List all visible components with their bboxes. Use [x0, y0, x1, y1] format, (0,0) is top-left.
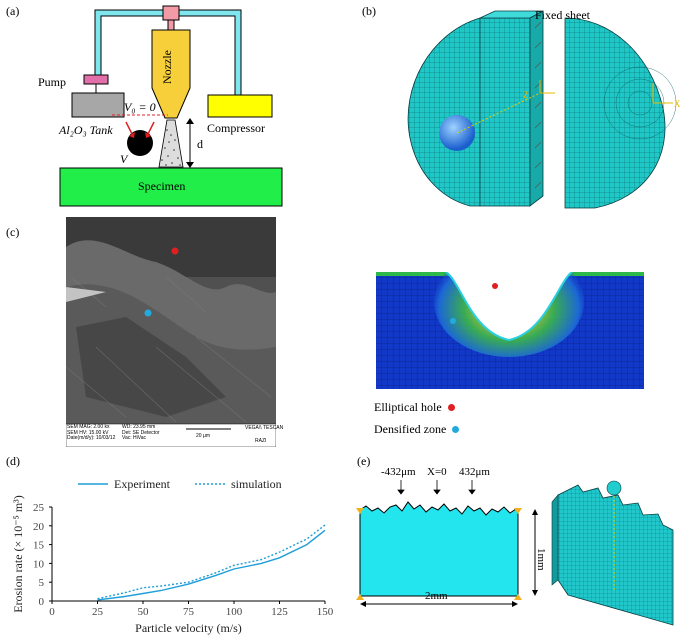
sem-scale: 20 μm: [196, 433, 210, 439]
particle: [127, 130, 153, 156]
panel-e-label: (e): [357, 454, 371, 468]
legend-dot-blue: [452, 426, 460, 433]
panel-a-label: (a): [6, 4, 20, 18]
pump-label: Pump: [38, 75, 67, 89]
left-mark-label: -432μm: [381, 466, 416, 478]
sem-image: [66, 217, 276, 447]
legend-dot-red: [447, 404, 455, 411]
panel-c-label: (c): [6, 225, 20, 239]
x-tick-label: 25: [92, 606, 104, 618]
y-tick-label: 20: [33, 521, 45, 533]
panel-a-schematic: [59, 5, 283, 207]
nozzle-label: Nozzle: [160, 50, 174, 84]
compressor-box: [207, 94, 273, 118]
panel-b-mesh: Z X: [407, 10, 681, 209]
specimen-block: [59, 167, 283, 207]
x-tick-label: 0: [49, 606, 55, 618]
erosion-rate-chart: 0 25 50 75 100 125 150 0 5 10 15 20 25 Experiment simu…: [11, 477, 334, 635]
impact-sphere: [606, 480, 622, 496]
panel-b-label: (b): [362, 4, 376, 18]
y-tick-label: 15: [33, 540, 45, 552]
sem-wd: WD: 23.95 mm: [122, 424, 156, 430]
legend-item-elliptical: Elliptical hole: [374, 400, 455, 415]
panel-d-label: (d): [6, 454, 20, 468]
legend-text-densified: Densified zone: [374, 422, 447, 436]
center-mark-label: X=0: [427, 466, 447, 478]
sem-site: RAZI: [255, 438, 267, 444]
fixed-sheet-label: Fixed sheet: [535, 8, 590, 22]
tank-label: Al₂O₃ Tank: [59, 123, 113, 137]
sem-vac: Vac: HiVac: [122, 435, 146, 441]
y-tick-label: 10: [33, 558, 45, 570]
svg-text:Z: Z: [523, 90, 529, 100]
series-line-experiment: [97, 529, 326, 601]
y-tick-label: 0: [39, 596, 45, 608]
x-axis-label: Particle velocity (m/s): [135, 621, 242, 635]
sem-det: Det: SE Detector: [122, 429, 160, 436]
x-tick-label: 75: [183, 606, 195, 618]
nozzle-cap: [162, 5, 180, 21]
panel-e-profile: [356, 480, 538, 607]
x-tick-label: 125: [271, 606, 288, 618]
legend-label-simulation: simulation: [231, 477, 282, 491]
sem-hv: SEM HV: 15.00 kV: [67, 429, 109, 436]
y-tick-label: 25: [33, 502, 45, 514]
sem-brand: VEGA\\ TESCAN: [245, 425, 284, 431]
sem-date: Date(m/d/y): 10/03/12: [67, 435, 116, 441]
specimen-label: Specimen: [138, 179, 186, 193]
sem-mag: SEM MAG: 2.00 kx: [67, 424, 110, 430]
pump-unit: [83, 74, 109, 85]
y-tick-label: 5: [39, 577, 45, 589]
height-label: 1mm: [535, 548, 547, 571]
legend-item-densified: Densified zone: [374, 422, 460, 437]
svg-text:X: X: [674, 99, 681, 109]
right-mark-label: 432μm: [459, 466, 490, 478]
v0-label: V₀ = 0: [124, 100, 156, 114]
width-label: 2mm: [425, 590, 448, 602]
x-tick-label: 50: [138, 606, 150, 618]
tank-box: [71, 92, 125, 118]
sem-marker-densified-zone: [144, 309, 152, 317]
legend-text-elliptical: Elliptical hole: [374, 400, 442, 414]
legend-label-experiment: Experiment: [114, 477, 171, 491]
series-line-simulation: [97, 524, 326, 600]
x-tick-label: 100: [226, 606, 243, 618]
fe-crater-contour: [376, 272, 644, 389]
v-label: V: [120, 152, 128, 166]
x-tick-label: 150: [317, 606, 334, 618]
nozzle-body: [151, 29, 191, 119]
y-axis-label: Erosion rate (× 10⁻⁵ m³): [11, 495, 25, 613]
panel-e-3d-mesh: [551, 480, 674, 626]
sem-marker-elliptical-hole: [171, 247, 179, 255]
d-label: d: [197, 137, 203, 151]
compressor-label: Compressor: [207, 121, 265, 135]
